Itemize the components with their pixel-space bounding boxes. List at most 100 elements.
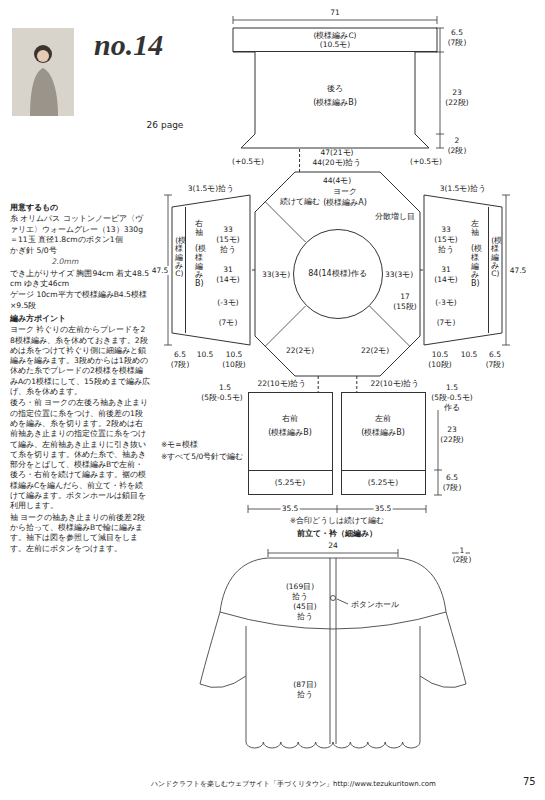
dimension-label: (7段)	[447, 38, 468, 47]
leader-line	[337, 599, 348, 604]
band-division-line	[248, 470, 333, 471]
piece-name: 84(14模様)作る	[308, 269, 367, 278]
dimension-label: (7段)	[170, 360, 191, 369]
pattern-number: no.14	[94, 28, 163, 62]
footer-text: ハンドクラフトを楽しむウェブサイト「手づくりタウン」http://www.tez…	[150, 780, 437, 789]
dimension-label: 24	[327, 541, 339, 550]
instruction-text: 糸 オリムパス コットンノービア〈ヴァリエ〉ウォームグレー（13）330g＝11…	[10, 214, 150, 245]
stitch-pattern: (模様編みB)	[268, 428, 312, 437]
dimension-label: 拾う	[437, 245, 455, 254]
dimension-label: 拾う	[219, 245, 237, 254]
dimension-label: 拾う	[296, 690, 314, 699]
yoke-division-line	[370, 306, 410, 346]
band-division-line	[488, 207, 489, 333]
dimension-label: 23	[446, 425, 458, 434]
dimension-label: 35.5	[374, 504, 393, 513]
dimension-label: ボタンホール	[350, 600, 400, 609]
dimension-label: 1.5	[218, 383, 232, 392]
yoke: ヨーク(模様編みA)84(14模様)作る	[255, 172, 420, 376]
instruction-text: 袖 ヨークの袖あき止まりの前後差2段から拾って、模様編みBで輪に編みます。袖下は…	[10, 513, 150, 554]
dimension-label: (+0.5モ)	[231, 157, 265, 166]
dimension-label: 33	[222, 225, 234, 234]
photo-body	[30, 68, 58, 116]
instruction-column: 用意するもの糸 オリムパス コットンノービア〈ヴァリエ〉ウォームグレー（13）3…	[10, 200, 150, 555]
dimension-label: (15段)	[392, 302, 417, 311]
yoke-division-line	[265, 306, 305, 346]
dimension-label: 31	[222, 265, 234, 274]
cuff-band: (模様編みC)	[488, 207, 502, 333]
band-division-line	[185, 207, 186, 333]
body-sides	[246, 626, 420, 742]
dimension-label: 47(21モ)	[320, 148, 355, 157]
band-division-line	[233, 51, 437, 52]
hem-band: (5.25モ)	[248, 470, 333, 495]
joining-line	[356, 376, 357, 392]
back-piece: 後ろ(模様編みB)(模様編みC)(10.5モ)	[233, 28, 437, 148]
sleeve-piece: 左袖(模様編みB)(模様編みC)	[424, 195, 502, 345]
cardigan-sketch	[200, 553, 470, 744]
photo-face	[37, 50, 49, 62]
piece-name: 右袖	[195, 220, 203, 238]
dimension-label: (+0.5モ)	[409, 157, 443, 166]
dimension-label: 前立て・衿（細編み）	[296, 529, 378, 538]
dimension-label: (14モ)	[433, 275, 458, 284]
dimension-label: (2段)	[452, 555, 473, 564]
dimension-label: 1	[459, 546, 466, 555]
piece-outline-path	[424, 195, 502, 345]
dimension-label: 33(3モ)	[261, 270, 291, 279]
dimension-label: (14モ)	[215, 275, 240, 284]
dimension-label: (2段)	[447, 146, 468, 155]
dimension-label: 33	[440, 225, 452, 234]
yoke-division-line	[265, 202, 305, 242]
neck-circle-outline	[293, 230, 382, 319]
stitch-pattern: (模様編みB)	[361, 428, 405, 437]
stitch-pattern: (10.5モ)	[320, 40, 351, 49]
joining-line	[318, 376, 319, 392]
piece-outline	[424, 195, 502, 345]
dimension-label: 33(3モ)	[384, 270, 414, 279]
piece-name: 右前	[282, 414, 298, 423]
front-band	[330, 558, 336, 744]
dimension-label: 拾う	[291, 592, 309, 601]
band-division-line	[341, 470, 426, 471]
dimension-lines	[164, 16, 510, 557]
instruction-text: ヨーク 衿ぐりの左前からブレードを28模様編み、糸を休めておきます。2段めは糸を…	[10, 325, 150, 397]
dimension-label: 10.5	[431, 350, 450, 359]
dimension-label: (15モ)	[433, 235, 458, 244]
joining-line	[250, 270, 255, 271]
front-piece: 右前 (模様編みB) (5.25モ)	[248, 392, 333, 495]
yoke-outline	[220, 558, 446, 629]
dimension-label: 1.5	[445, 383, 459, 392]
dimension-label: ※モ=模様	[160, 440, 199, 449]
dimension-label: (-3モ)	[434, 298, 457, 307]
dimension-label: (-3モ)	[216, 298, 239, 307]
dimension-label: (7段)	[442, 483, 463, 492]
joining-line	[299, 148, 300, 172]
dimension-label: (22段)	[439, 435, 464, 444]
dimension-label: 23	[451, 88, 463, 97]
dimension-label: (10段)	[221, 360, 246, 369]
dimension-label: 分散増し目	[374, 212, 416, 221]
dimension-label: 44(20モ)拾う	[312, 158, 363, 167]
dimension-label: 35.5	[281, 504, 300, 513]
dimension-label: (22段)	[444, 98, 469, 107]
dimension-label: 22(10モ)拾う	[257, 379, 308, 388]
instruction-text: 2.0mm	[10, 257, 150, 267]
dimension-label: (87目)	[292, 680, 317, 689]
cuff-band: (模様編みC)	[172, 207, 186, 333]
scalloped-hem	[246, 742, 420, 748]
piece-name: 後ろ	[327, 84, 343, 93]
piece-name: (模様編みC)	[313, 31, 356, 40]
stitch-pattern: (模様編みB)	[471, 245, 479, 289]
dimension-label: 22(10モ)拾う	[370, 379, 421, 388]
dimension-label: 10.5	[460, 350, 479, 359]
dimension-label: 6.5	[445, 473, 459, 482]
stitch-pattern: (模様編みA)	[323, 198, 367, 207]
photo-head	[34, 45, 52, 63]
joining-line	[420, 270, 424, 271]
piece-name: (模様編みC)	[491, 237, 499, 278]
dimension-label: (7モ)	[218, 318, 239, 327]
dimension-label: 22(2モ)	[285, 346, 315, 355]
instruction-text: 後ろ・前 ヨークの左後ろ袖あき止まりの指定位置に糸をつけ、前後差の1段めを編み、…	[10, 398, 150, 511]
instruction-text: でき上がりサイズ 胸囲94cm 着丈48.5cm ゆき丈46cm	[10, 269, 150, 290]
